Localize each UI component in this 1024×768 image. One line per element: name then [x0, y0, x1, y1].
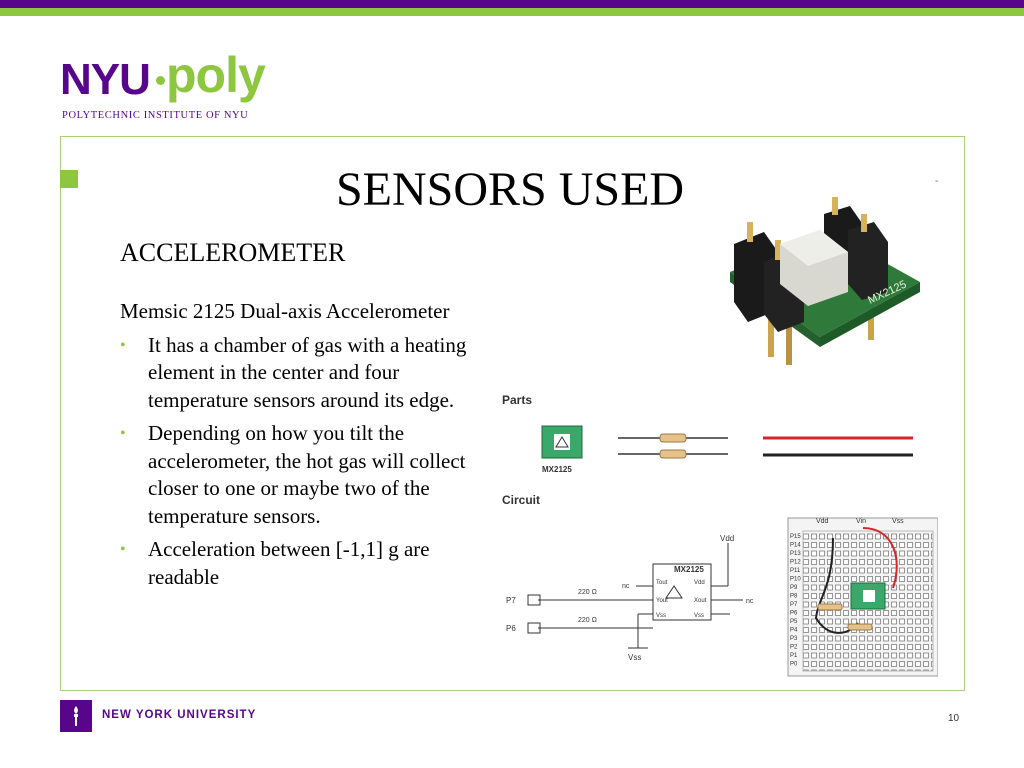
bb-pin-label: P6 — [790, 611, 798, 617]
schematic — [527, 543, 743, 649]
bullet-text: Acceleration between [-1,1] g are readab… — [148, 537, 430, 589]
bb-pin-label: P5 — [790, 619, 798, 625]
pin-vss2: Vss — [694, 613, 704, 619]
pin-vss: Vss — [656, 613, 666, 619]
header-block-right — [848, 222, 888, 300]
nyu-poly-logo: NYU poly POLYTECHNIC INSTITUTE OF NYU — [60, 50, 270, 125]
resistor — [659, 433, 687, 443]
lead-paragraph: Memsic 2125 Dual-axis Accelerometer — [120, 299, 450, 323]
pin-tout: Tout — [656, 580, 668, 586]
pcb-edge — [820, 282, 920, 347]
bb-vin: Vin — [856, 518, 866, 525]
list-item: • It has a chamber of gas with a heating… — [120, 332, 480, 415]
parts-label: Parts — [502, 393, 532, 407]
bb-pin-label: P8 — [790, 594, 798, 600]
bb-pin-label: P13 — [790, 551, 801, 557]
bb-pin-label: P2 — [790, 645, 798, 651]
bb-pin-label: P10 — [790, 577, 801, 583]
bullet-marker: • — [120, 425, 126, 442]
logo-nyu-text: NYU — [60, 55, 151, 104]
nyu-torch-logo — [60, 700, 92, 732]
bullet-list: • It has a chamber of gas with a heating… — [120, 332, 480, 592]
pin-top — [747, 222, 753, 242]
small-mark: - — [935, 176, 939, 187]
bb-pin-label: P14 — [790, 543, 801, 549]
triangle-icon — [555, 436, 569, 448]
bb-pin-label: P11 — [790, 568, 801, 574]
schematic-res1: 220 Ω — [578, 589, 597, 596]
bullet-marker: • — [120, 336, 126, 354]
bb-pin-label: P15 — [790, 534, 801, 540]
bb-pin-label: P3 — [790, 636, 798, 642]
footer-university: NEW YORK UNIVERSITY — [102, 709, 257, 721]
pin-vdd: Vdd — [694, 580, 705, 586]
slide-title: SENSORS USED — [335, 163, 685, 216]
logo-subtitle: POLYTECHNIC INSTITUTE OF NYU — [62, 110, 249, 121]
page-number: 10 — [948, 713, 960, 724]
parts-chip-center — [554, 434, 570, 450]
pin-top — [832, 197, 838, 215]
bullet-marker: • — [120, 541, 126, 558]
schematic-nc1: nc — [622, 583, 630, 590]
body-text: Memsic 2125 Dual-axis Accelerometer • It… — [120, 298, 480, 597]
schematic-res2: 220 Ω — [578, 617, 597, 624]
list-item: • Depending on how you tilt the accelerom… — [120, 420, 480, 530]
schematic-vdd: Vdd — [720, 534, 734, 543]
resistor — [659, 449, 687, 459]
bb-vdd: Vdd — [816, 518, 829, 525]
schematic-chip-name: MX2125 — [674, 565, 704, 574]
breadboard — [787, 517, 938, 677]
slide-subtitle: ACCELEROMETER — [120, 238, 346, 267]
logo-dot — [156, 76, 165, 85]
bullet-text: Depending on how you tilt the accelerome… — [148, 421, 466, 528]
pin — [768, 302, 774, 357]
parts-chip-label: MX2125 — [542, 465, 572, 474]
circuit-label: Circuit — [502, 493, 540, 507]
parts-and-circuit-diagram: Parts MX2125 Circuit MX2125 Vdd Vss P7 P… — [498, 388, 938, 680]
top-green-bar — [0, 8, 1024, 16]
schematic-vss: Vss — [628, 653, 641, 662]
pin-xout: Xout — [694, 598, 707, 604]
pin-top — [861, 214, 867, 232]
top-purple-bar — [0, 0, 1024, 8]
bb-pin-label: P9 — [790, 585, 798, 591]
bb-pin-label: P12 — [790, 560, 801, 566]
bb-pin-label: P4 — [790, 628, 798, 634]
sensor-chip-top — [780, 230, 848, 266]
pin — [786, 310, 792, 365]
pin-yout: Yout — [656, 598, 668, 604]
torch-icon — [74, 706, 78, 726]
bullet-text: It has a chamber of gas with a heating e… — [148, 332, 467, 412]
frame-accent-square — [60, 170, 78, 188]
schematic-nc2: nc — [746, 598, 754, 605]
list-item: • Acceleration between [-1,1] g are reada… — [120, 536, 480, 591]
content-frame — [60, 136, 965, 691]
bb-pin-label: P7 — [790, 602, 798, 608]
logo-poly-text: poly — [166, 47, 266, 103]
bb-pin-label: P1 — [790, 653, 798, 659]
bb-pin-label: P0 — [790, 662, 798, 668]
accelerometer-photo: MX2125 — [730, 197, 920, 365]
schematic-p7: P7 — [506, 596, 516, 605]
bb-vss: Vss — [892, 518, 904, 525]
pin-top — [775, 240, 781, 260]
schematic-p6: P6 — [506, 624, 516, 633]
